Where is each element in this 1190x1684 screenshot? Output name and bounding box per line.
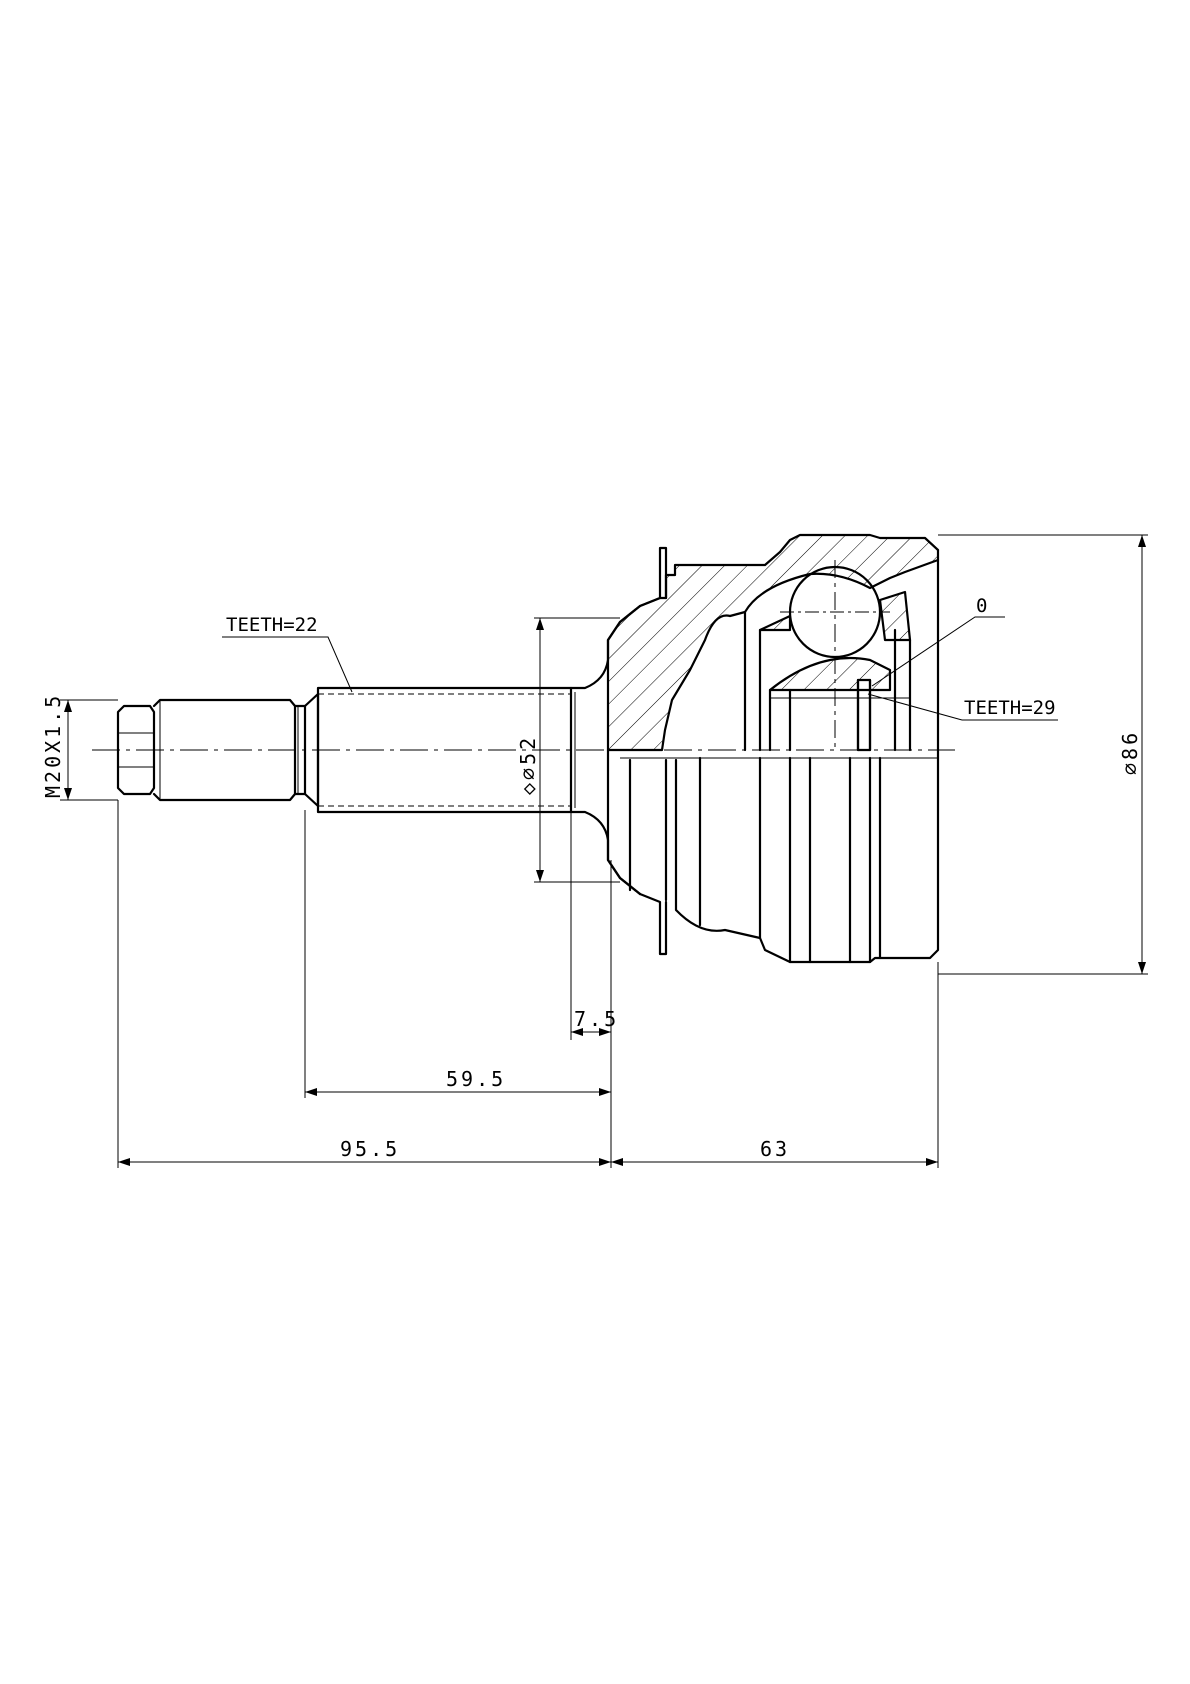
- thread-dimension-label: M20X1.5: [41, 693, 65, 798]
- dimension-lines: [60, 534, 1148, 1168]
- teeth-22-label: TEETH=22: [226, 614, 318, 636]
- teeth-29-label: TEETH=29: [964, 697, 1056, 719]
- ball-bearing: [780, 560, 890, 750]
- outer-diameter-label: ⌀86: [1118, 730, 1142, 775]
- leader-lines: [222, 616, 1058, 721]
- o-mark-label: 0: [976, 595, 987, 617]
- outer-housing-section: [606, 533, 940, 752]
- outer-housing-exterior: [606, 748, 940, 964]
- dim-7-5-label: 7.5: [574, 1007, 619, 1031]
- dim-59-5-label: 59.5: [446, 1067, 506, 1091]
- dim-95-5-label: 95.5: [340, 1137, 400, 1161]
- abs-ring-dimension-label: ◇⌀52: [516, 735, 540, 795]
- inner-race: [743, 536, 940, 752]
- dim-63-label: 63: [760, 1137, 790, 1161]
